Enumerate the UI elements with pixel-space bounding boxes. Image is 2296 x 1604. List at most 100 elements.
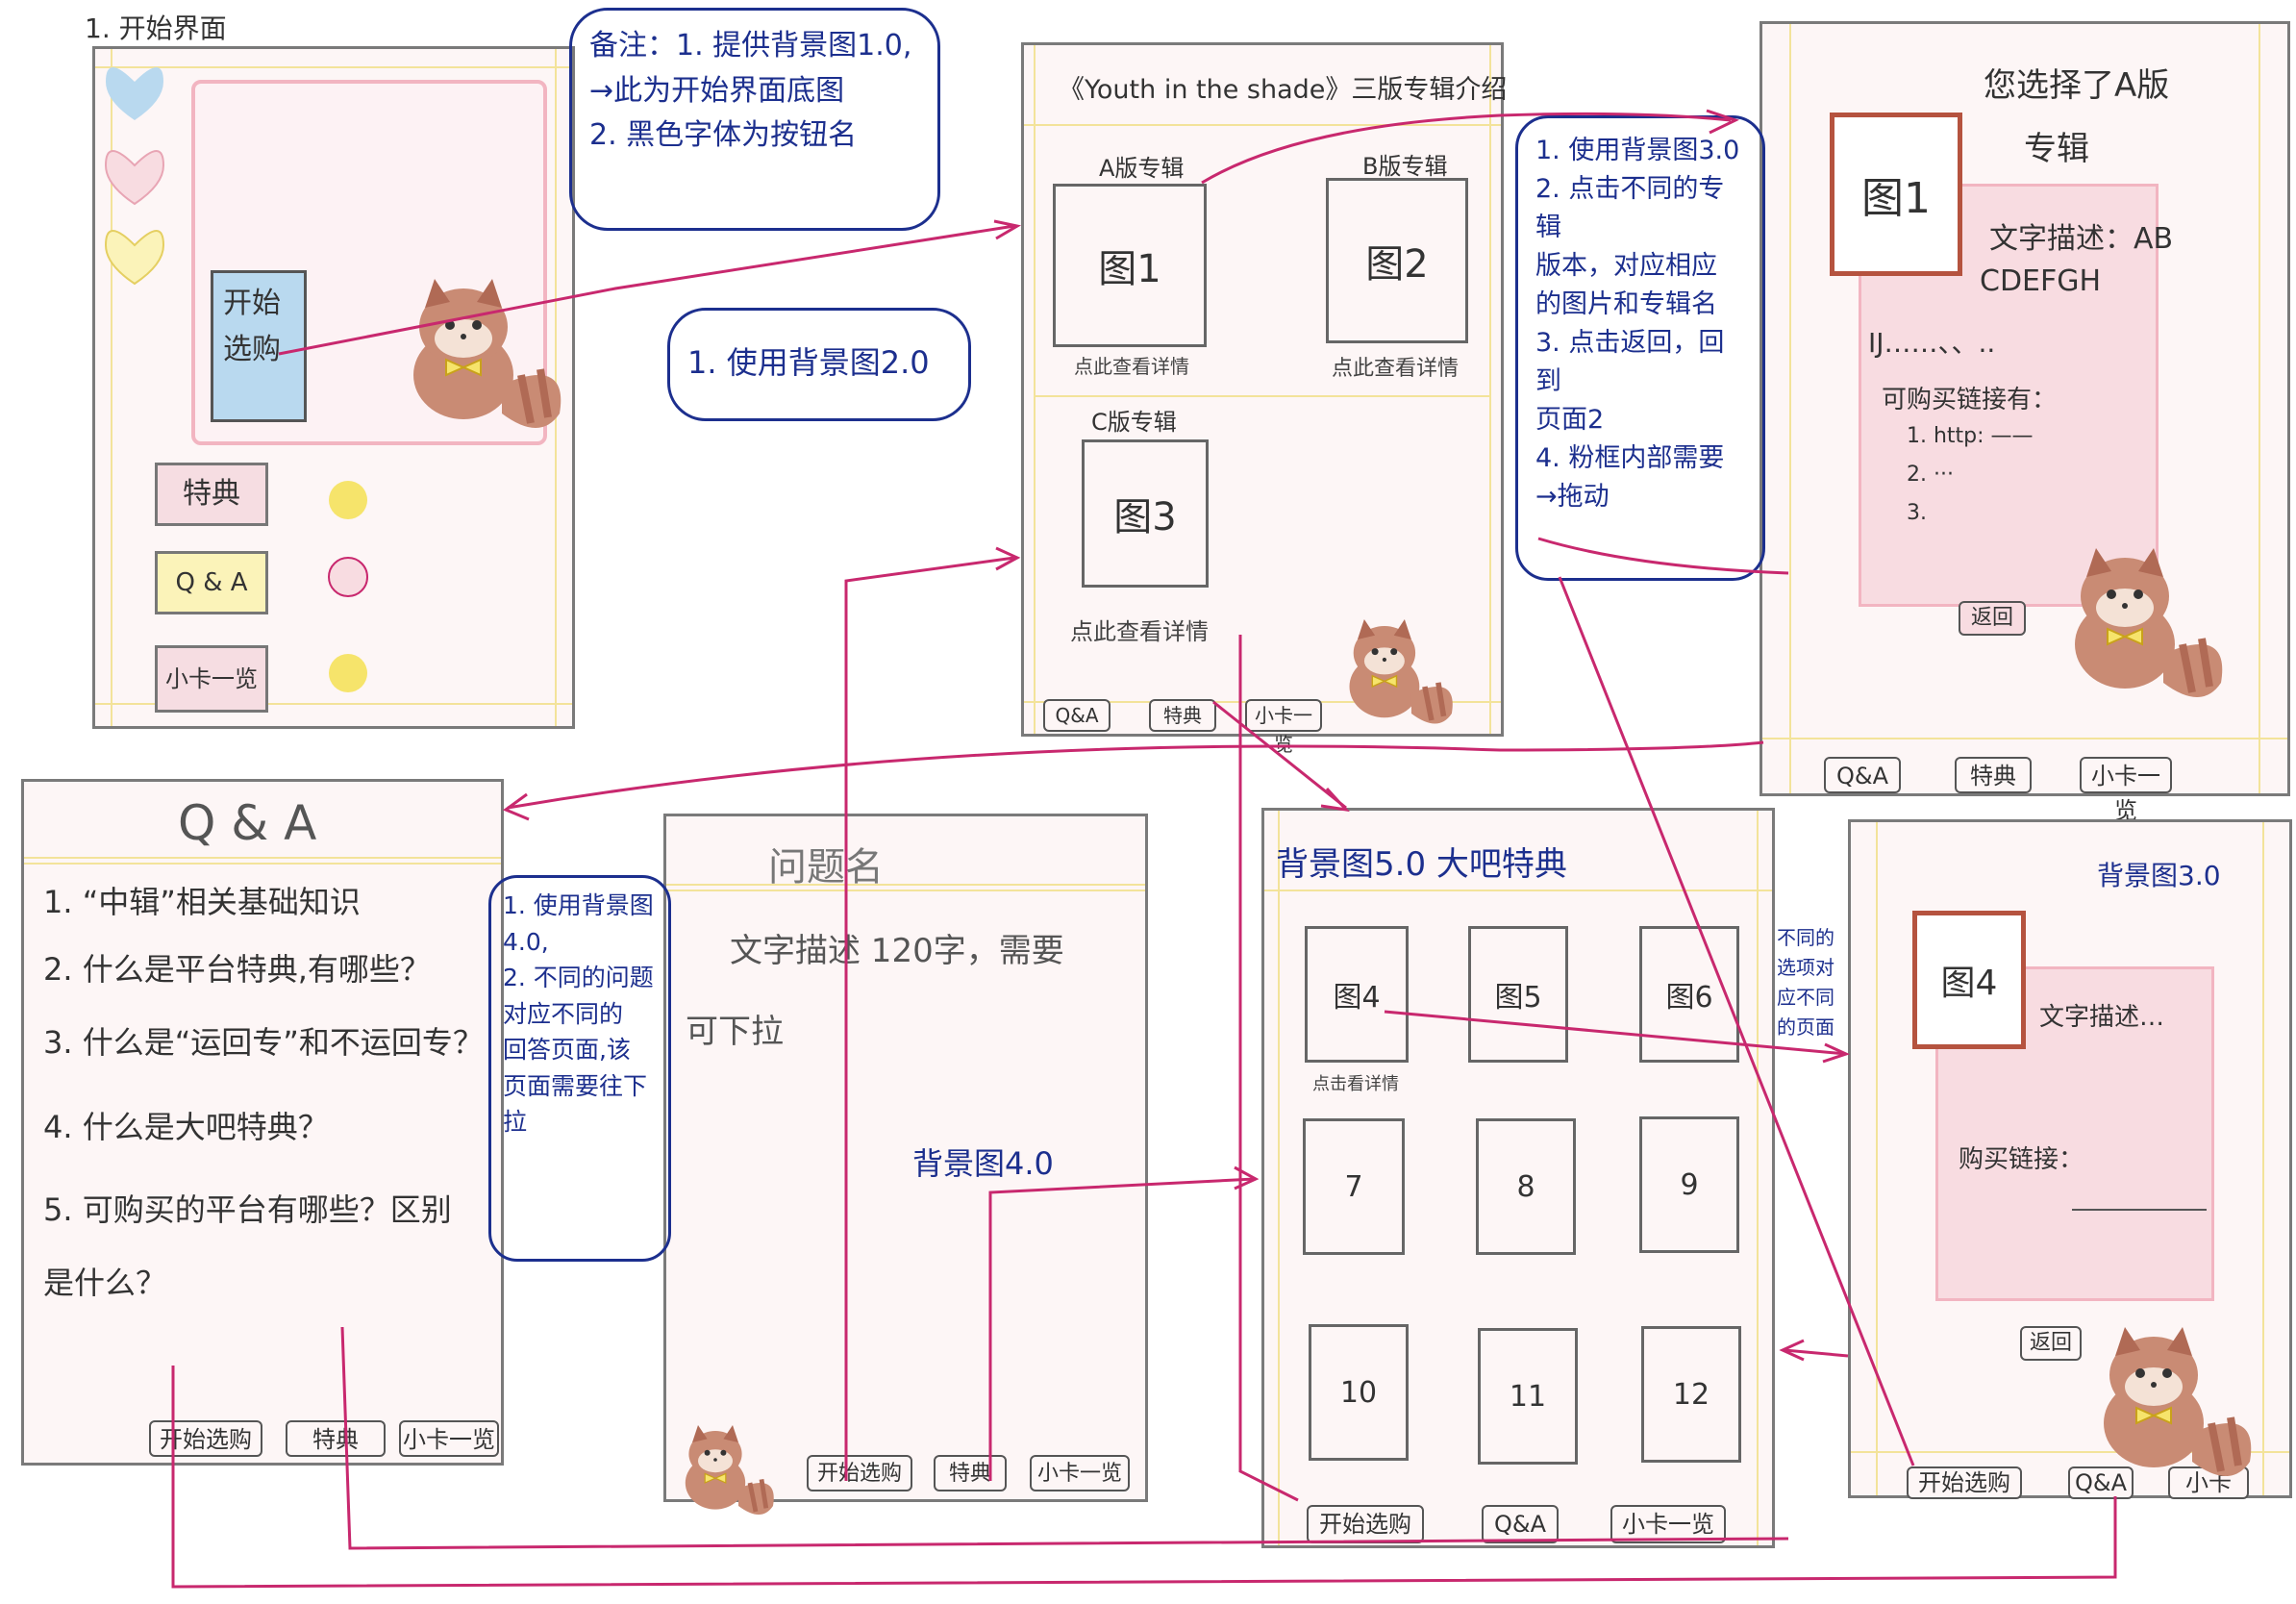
note-bg4-line-4: 对应不同的 [503,999,624,1028]
screen3-heading: 您选择了A版 [1984,66,2170,105]
priv-cell-8[interactable]: 11 [1478,1328,1578,1465]
answer-nav-privileges[interactable]: 特典 [934,1455,1007,1491]
red-panda-icon-5 [686,1425,774,1515]
answer-desc-1: 文字描述 120字，需要 [730,932,1064,970]
note-bg4-line-2: 4.0, [503,927,549,956]
priv-detail-back[interactable]: 返回 [2020,1326,2082,1361]
priv-detail-bg-label: 背景图3.0 [2097,860,2221,891]
qa-item-1[interactable]: 1. “中辑”相关基础知识 [43,884,361,920]
album-a-detail-link[interactable]: 点此查看详情 [1074,355,1189,378]
note-bg3-line-4: 的图片和专辑名 [1535,288,1717,319]
note-bg3-line-8: →拖动 [1535,481,1610,512]
privilege-detail-screen: 背景图3.0 图4 文字描述… 购买链接： 返回 开始选购 Q&A 小卡 [1848,819,2292,1499]
album-a-image[interactable]: 图1 [1053,184,1207,347]
screen3-desc-1: 文字描述：AB [1989,222,2174,256]
screen3-nav-privileges[interactable]: 特典 [1955,757,2032,793]
priv-cell-6[interactable]: 9 [1639,1116,1739,1253]
note-bg3-line-1: 1. 使用背景图3.0 [1535,136,1740,165]
qa-item-5[interactable]: 5. 可购买的平台有哪些？区别 [43,1191,452,1228]
qa-item-5b: 是什么？ [43,1265,167,1301]
red-panda-icon [413,279,561,428]
note-bg3-line-3: 版本，对应相应 [1535,250,1717,281]
answer-screen: 问题名 文字描述 120字，需要 可下拉 背景图4.0 开始选购 特典 小卡一览 [663,814,1148,1502]
note-bg3-line-5: 3. 点击返回，回到 [1535,327,1725,396]
album-b-image[interactable]: 图2 [1326,178,1468,343]
heart-yellow-icon [104,230,165,286]
note-priv-line-4: 的页面 [1777,1015,1834,1039]
answer-nav-cards[interactable]: 小卡一览 [1030,1455,1130,1491]
screen3-buy-link-1[interactable]: 1. http: —— [1907,424,2034,448]
note-priv-line-1: 不同的 [1777,926,1834,949]
screen3-album-image: 图1 [1830,113,1962,276]
nav-cards[interactable]: 小卡一览 [1245,699,1322,756]
nav-privileges[interactable]: 特典 [1149,699,1216,732]
screen3-buy-title: 可购买链接有： [1882,386,2058,414]
qa-nav-privileges[interactable]: 特典 [286,1420,386,1457]
qa-button[interactable]: Q & A [155,551,268,614]
qa-item-3[interactable]: 3. 什么是“运回专”和不运回专？ [43,1024,484,1061]
note-bg3-line-7: 4. 粉框内部需要 [1535,442,1725,473]
answer-desc-2: 可下拉 [686,1013,784,1051]
note-bg4-line-7: 拉 [503,1108,528,1136]
screen3-buy-link-2[interactable]: 2. ··· [1907,463,1954,487]
priv-cell-2[interactable]: 图5 [1468,926,1568,1063]
note-priv-line-3: 应不同 [1777,986,1834,1009]
qa-nav-cards[interactable]: 小卡一览 [399,1420,499,1457]
priv-detail-desc: 文字描述… [2039,1003,2165,1032]
screen3-buy-link-3[interactable]: 3. [1907,501,1927,525]
priv-cell-9[interactable]: 12 [1641,1326,1741,1463]
note-bg1-line-2: →此为开始界面底图 [589,73,845,108]
priv-detail-nav-qa[interactable]: Q&A [2068,1466,2134,1499]
a-version-label: A版专辑 [1099,155,1185,182]
screen2-album-intro: 《Youth in the shade》三版专辑介绍 A版专辑 B版专辑 C版专… [1021,42,1508,756]
note-bg1: 备注：1. 提供背景图1.0, →此为开始界面底图 2. 黑色字体为按钮名 [569,8,940,231]
screen3-back-button[interactable]: 返回 [1959,601,2026,636]
screen3-nav-cards[interactable]: 小卡一览 [2080,757,2172,824]
qa-item-2[interactable]: 2. 什么是平台特典,有哪些？ [43,951,431,988]
answer-nav-start[interactable]: 开始选购 [807,1455,912,1491]
note-bg1-line-3: 2. 黑色字体为按钮名 [589,118,858,152]
privileges-button[interactable]: 特典 [155,463,268,526]
screen3-album-detail: 您选择了A版 专辑 图1 文字描述：AB CDEFGH IJ……、、.. 可购买… [1759,21,2290,824]
album-c-image[interactable]: 图3 [1082,439,1209,588]
qa-screen: Q & A 1. “中辑”相关基础知识 2. 什么是平台特典,有哪些？ 3. 什… [21,779,504,1466]
priv-cell-4[interactable]: 7 [1303,1118,1405,1255]
priv-nav-cards[interactable]: 小卡一览 [1610,1505,1726,1543]
note-bg4-line-5: 回答页面,该 [503,1036,631,1064]
priv-cell-5[interactable]: 8 [1476,1118,1576,1255]
note-bg1-line-1: 备注：1. 提供背景图1.0, [589,29,912,63]
answer-title: 问题名 [768,845,884,890]
note-bg4-line-3: 2. 不同的问题 [503,964,654,991]
b-version-label: B版专辑 [1362,153,1448,180]
note-bg4: 1. 使用背景图 4.0, 2. 不同的问题 对应不同的 回答页面,该 页面需要… [488,875,671,1262]
start-shopping-button[interactable]: 开始 选购 [211,270,307,422]
privileges-title: 背景图5.0 大吧特典 [1276,845,1567,884]
priv-cell-7[interactable]: 10 [1309,1324,1409,1461]
paw-yellow2-icon [329,654,367,692]
note-bg3-line-6: 页面2 [1535,404,1605,435]
priv-detail-nav-start[interactable]: 开始选购 [1907,1466,2022,1499]
priv-detail-nav-cards[interactable]: 小卡 [2168,1466,2249,1499]
heart-pink-icon [104,150,165,206]
note-priv-options: 不同的 选项对 应不同 的页面 [1777,923,1834,1042]
paw-pink-icon [328,557,368,597]
note-bg4-line-1: 1. 使用背景图 [503,891,654,919]
red-panda-icon-2 [1350,619,1453,724]
screen3-nav-qa[interactable]: Q&A [1824,757,1901,793]
priv-cell-1[interactable]: 图4 [1305,926,1409,1063]
red-panda-icon-3 [2075,548,2222,697]
note-bg3: 1. 使用背景图3.0 2. 点击不同的专辑 版本，对应相应 的图片和专辑名 3… [1515,115,1765,581]
screen3-desc-2: CDEFGH [1980,264,2102,298]
album-c-detail-link[interactable]: 点此查看详情 [1070,618,1209,645]
qa-nav-start[interactable]: 开始选购 [149,1420,262,1457]
priv-nav-qa[interactable]: Q&A [1482,1505,1559,1543]
priv-detail-link[interactable]: 点击看详情 [1312,1074,1399,1094]
album-b-detail-link[interactable]: 点此查看详情 [1332,357,1460,381]
cards-overview-button[interactable]: 小卡一览 [155,645,268,713]
nav-qa[interactable]: Q&A [1043,699,1111,732]
qa-item-4[interactable]: 4. 什么是大吧特典？ [43,1109,329,1145]
screen1-label: 1. 开始界面 [85,13,227,44]
screen2-title: 《Youth in the shade》三版专辑介绍 [1059,75,1508,105]
paw-yellow-icon [329,481,367,519]
